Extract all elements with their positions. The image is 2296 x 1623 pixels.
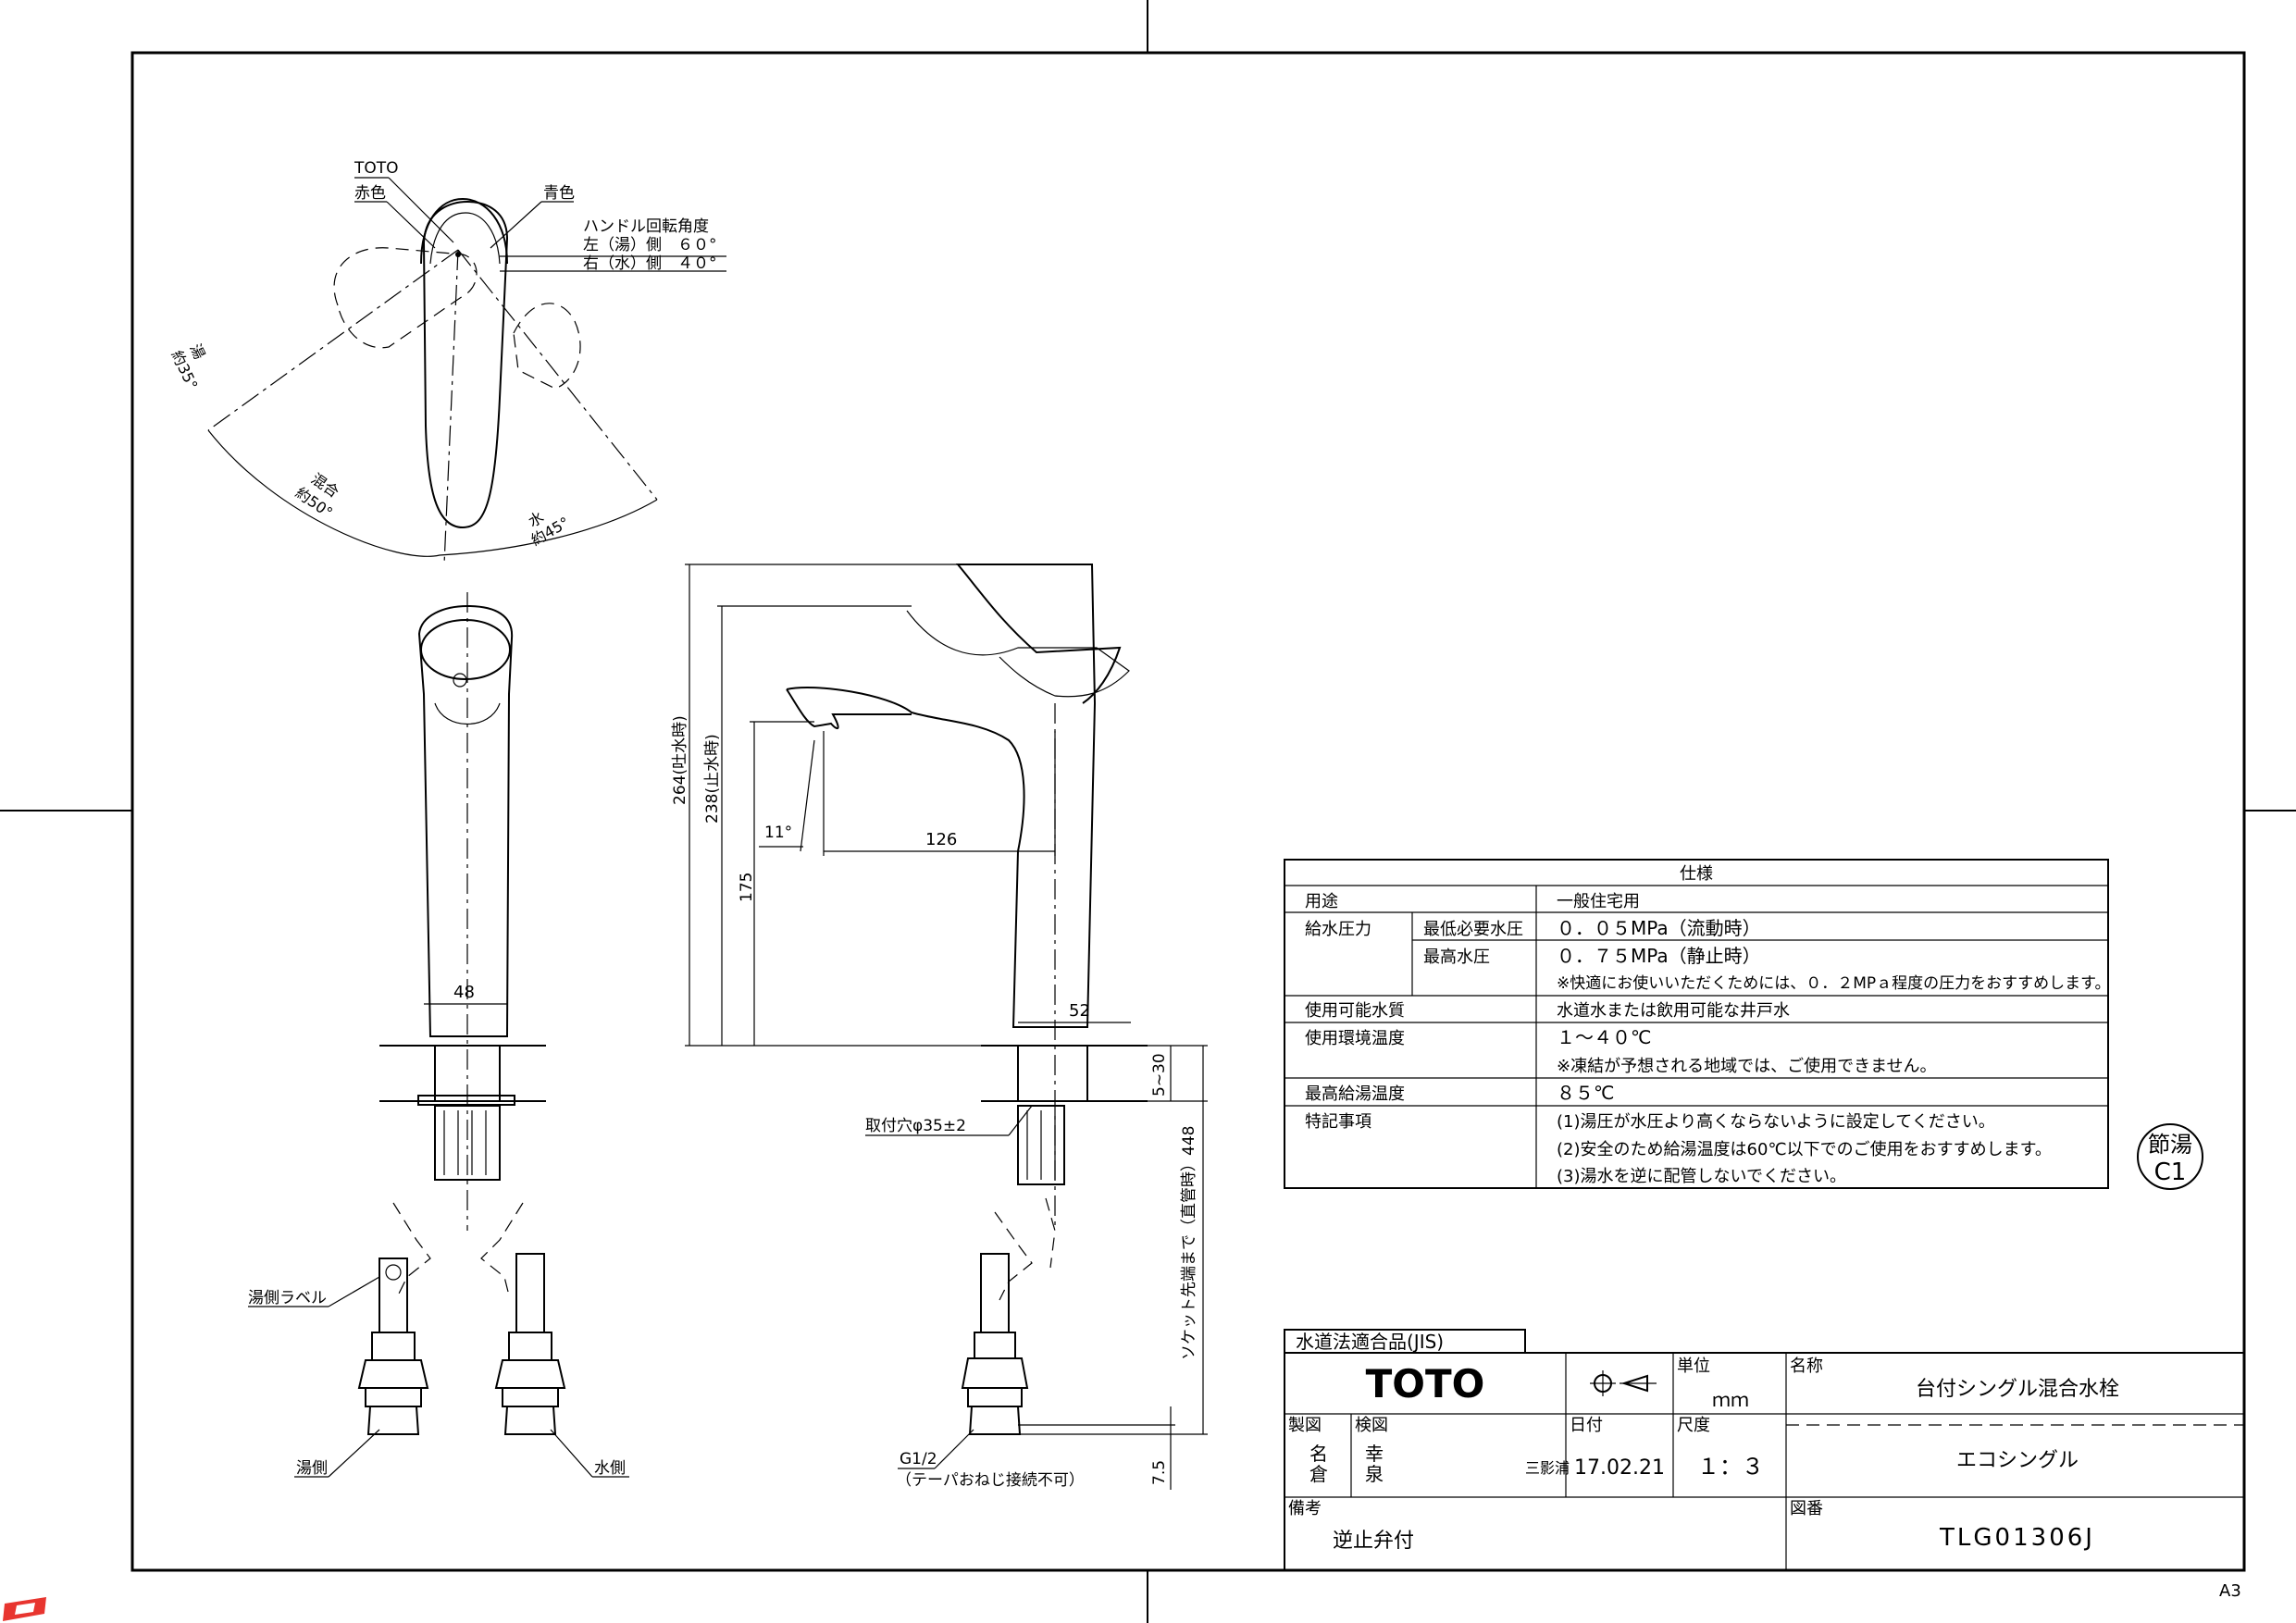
- handle-angle-hot: 左（湯）側 ６０°: [583, 236, 717, 254]
- spec-row-label: 使用環境温度: [1305, 1029, 1405, 1048]
- front-view: 48 湯側ラベル 湯側 水側: [248, 592, 629, 1478]
- spec-title: 仕様: [1680, 864, 1713, 884]
- spec-row-value: ※快適にお使いいただくためには、０．２MPａ程度の圧力をおすすめします。: [1557, 973, 2110, 993]
- deck-thickness-dim: 5~30: [1150, 1053, 1169, 1096]
- red-label: 赤色: [354, 184, 386, 203]
- water-saving-badge: 節湯 C1: [2137, 1123, 2203, 1190]
- height-175-dim: 175: [738, 873, 756, 902]
- hot-side-label: 湯側: [296, 1459, 328, 1478]
- spec-row-value: ０．７５MPa（静止時）: [1557, 945, 1761, 967]
- name-label: 名称: [1790, 1357, 1823, 1376]
- hot-label-tag: 湯側ラベル: [248, 1289, 327, 1307]
- spec-row-label: 用途: [1305, 892, 1338, 911]
- scale-label: 尺度: [1677, 1416, 1710, 1435]
- spec-row-label: 特記事項: [1305, 1112, 1371, 1132]
- checked-by-2: 泉: [1365, 1463, 1384, 1485]
- badge-line1: 節湯: [2148, 1132, 2192, 1158]
- checked-label: 検図: [1355, 1416, 1388, 1435]
- spec-row-value: ※凍結が予想される地域では、ご使用できません。: [1557, 1057, 1937, 1076]
- spec-row-sub: 最低必要水圧: [1423, 920, 1523, 939]
- projection-symbol-icon: [1590, 1370, 1657, 1396]
- name-value: 台付シングル混合水栓: [1916, 1378, 2119, 1401]
- drawing-no: TLG01306J: [1939, 1524, 2095, 1552]
- title-block: 水道法適合品(JIS) TOTO 単位 ｍｍ 名称 台付シングル混合水栓 エコシ…: [1284, 1329, 2245, 1571]
- unit-value: ｍｍ: [1712, 1389, 1749, 1411]
- side-view: 264(吐水時) 238(止水時) 175 126 11° 52 5~30 ソケ…: [671, 564, 1208, 1490]
- blue-label: 青色: [543, 184, 575, 203]
- spec-row-sub: 最高水圧: [1423, 948, 1490, 967]
- scale-value: １：３: [1697, 1454, 1764, 1480]
- spec-row-label: 最高給湯温度: [1305, 1084, 1405, 1104]
- spec-table: 仕様 用途 一般住宅用 給水圧力 最低必要水圧 ０．０５MPa（流動時） 最高水…: [1284, 859, 2110, 1189]
- toto-mark-label: TOTO: [354, 159, 399, 178]
- remarks-value: 逆止弁付: [1333, 1530, 1414, 1553]
- spec-row-value: 水道水または飲用可能な井戸水: [1557, 1001, 1790, 1021]
- title-logo: TOTO: [1366, 1361, 1485, 1406]
- date-label: 日付: [1570, 1416, 1603, 1435]
- drawn-label: 製図: [1288, 1416, 1322, 1435]
- corner-logo-icon: [3, 1597, 46, 1621]
- stamp: 三影浦: [1525, 1459, 1570, 1477]
- top-view: TOTO 赤色 青色 ハンドル回転角度 左（湯）側 ６０° 右（水）側 ４０° …: [168, 159, 726, 565]
- subname-value: エコシングル: [1956, 1449, 2079, 1472]
- checked-by-1: 幸: [1365, 1443, 1384, 1465]
- hot-angle-label: 湯: [186, 341, 208, 363]
- angle-dim: 11°: [764, 824, 792, 842]
- spec-row-value: １～４０℃: [1557, 1026, 1651, 1048]
- base-dim: 52: [1069, 1001, 1090, 1021]
- spec-row-value: ０．０５MPa（流動時）: [1557, 917, 1761, 939]
- thread-note-label: （テーパおねじ接続不可）: [896, 1471, 1085, 1490]
- height-spout-dim: 264(吐水時): [671, 715, 689, 805]
- cold-side-label: 水側: [594, 1459, 626, 1478]
- spec-row-value: 一般住宅用: [1557, 892, 1640, 911]
- date-value: 17.02.21: [1574, 1456, 1665, 1480]
- spec-row-value: (1)湯圧が水圧より高くならないように設定してください。: [1557, 1112, 1995, 1132]
- spec-row-value: ８５℃: [1557, 1082, 1614, 1104]
- spec-row-label: 使用可能水質: [1305, 1001, 1405, 1021]
- spec-row-value: (2)安全のため給湯温度は60℃以下でのご使用をおすすめします。: [1557, 1140, 2052, 1159]
- dim-7-5: 7.5: [1150, 1460, 1169, 1485]
- height-stop-dim: 238(止水時): [703, 734, 722, 824]
- front-width-dim: 48: [453, 983, 475, 1002]
- jis-label: 水道法適合品(JIS): [1296, 1331, 1444, 1353]
- spec-row-value: (3)湯水を逆に配管しないでください。: [1557, 1167, 1846, 1186]
- reach-dim: 126: [925, 830, 957, 849]
- paper-size: A3: [2219, 1581, 2241, 1601]
- spec-row-label: 給水圧力: [1305, 920, 1371, 939]
- badge-line2: C1: [2154, 1158, 2187, 1186]
- remarks-label: 備考: [1288, 1499, 1322, 1518]
- unit-label: 単位: [1677, 1357, 1710, 1376]
- thread-size-label: G1/2: [900, 1450, 937, 1468]
- mount-hole-label: 取付穴φ35±2: [865, 1117, 966, 1135]
- socket-depth-dim: ソケット先端まで（直管時）448: [1180, 1126, 1198, 1360]
- drawn-by-1: 名: [1309, 1443, 1328, 1465]
- drawing-no-label: 図番: [1790, 1499, 1823, 1518]
- drawn-by-2: 倉: [1309, 1463, 1328, 1485]
- handle-angle-title: ハンドル回転角度: [583, 217, 709, 236]
- handle-angle-cold: 右（水）側 ４０°: [583, 254, 717, 273]
